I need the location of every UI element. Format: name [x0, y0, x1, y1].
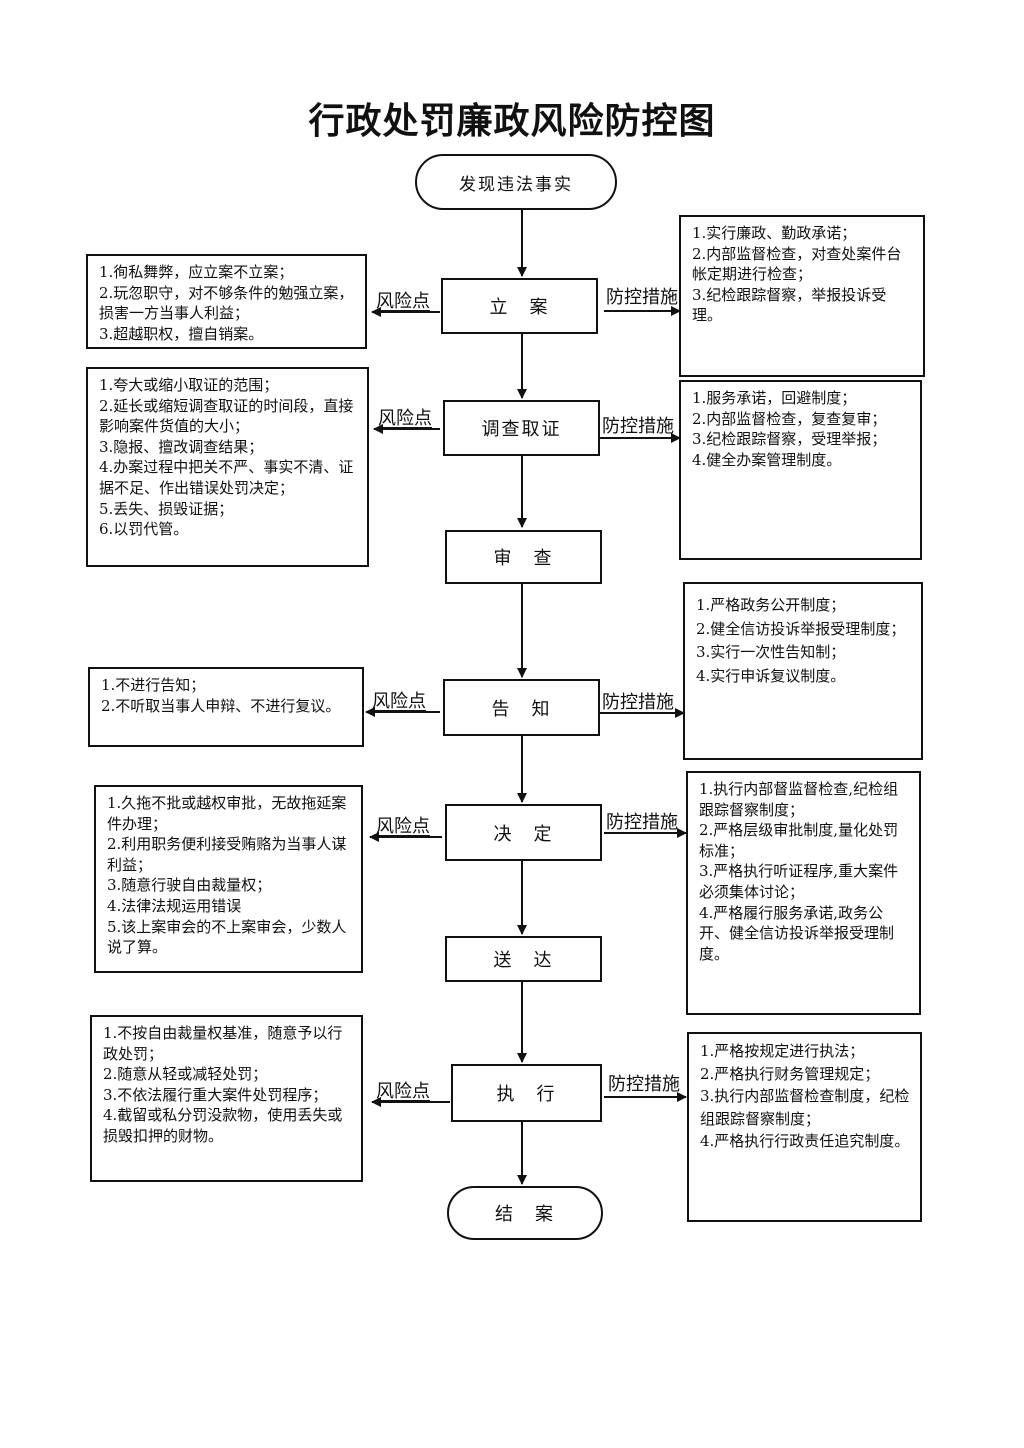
- page-title: 行政处罚廉政风险防控图: [308, 101, 716, 142]
- risk-item: 2.不听取当事人申辩、不进行复议。: [101, 696, 341, 715]
- control-item: 3.纪检跟踪督察，举报投诉受理。: [692, 285, 887, 325]
- risk-item: 1.徇私舞弊，应立案不立案；: [99, 263, 294, 281]
- risk-item: 5.该上案审会的不上案审会，少数人说了算。: [107, 917, 347, 957]
- control-box-decision: 1.执行内部督监督检查,纪检组跟踪督察制度； 2.严格层级审批制度,量化处罚标准…: [686, 771, 921, 1015]
- control-item: 1.严格政务公开制度；: [696, 596, 846, 614]
- risk-box-notice: 1.不进行告知； 2.不听取当事人申辩、不进行复议。: [88, 667, 364, 747]
- control-box-filing: 1.实行廉政、勤政承诺； 2.内部监督检查，对查处案件台帐定期进行检查； 3.纪…: [679, 215, 925, 377]
- step-delivery: 送 达: [445, 936, 602, 982]
- step-closing: 结 案: [447, 1186, 603, 1240]
- step-start: 发现违法事实: [415, 154, 617, 210]
- risk-box-filing: 1.徇私舞弊，应立案不立案； 2.玩忽职守，对不够条件的勉强立案，损害一方当事人…: [86, 254, 367, 349]
- risk-item: 2.利用职务便利接受贿赂为当事人谋利益；: [107, 835, 347, 874]
- control-item: 4.实行申诉复议制度。: [696, 666, 846, 685]
- risk-item: 1.不按自由裁量权基准，随意予以行政处罚；: [103, 1024, 343, 1063]
- control-item: 2.严格层级审批制度,量化处罚标准；: [699, 821, 899, 860]
- risk-label-execution: 风险点: [376, 1081, 430, 1102]
- risk-item: 2.延长或缩短调查取证的时间段，直接影响案件货值的大小；: [99, 396, 354, 436]
- control-item: 4.严格执行行政责任追究制度。: [700, 1132, 910, 1150]
- step-filing: 立 案: [441, 278, 598, 334]
- risk-item: 4.截留或私分罚没款物，使用丢失或损毁扣押的财物。: [103, 1106, 343, 1145]
- risk-item: 2.随意从轻或减轻处罚；: [103, 1065, 268, 1084]
- control-item: 3.严格执行听证程序,重大案件必须集体讨论；: [699, 862, 899, 901]
- step-investigation: 调查取证: [443, 400, 600, 456]
- control-item: 4.健全办案管理制度。: [692, 450, 842, 469]
- control-item: 3.执行内部监督检查制度，纪检组跟踪督察制度；: [700, 1087, 910, 1128]
- step-execution: 执 行: [451, 1064, 602, 1122]
- risk-label-investigation: 风险点: [378, 408, 432, 429]
- step-review: 审 查: [445, 530, 602, 584]
- risk-label-notice: 风险点: [372, 691, 426, 712]
- control-item: 2.内部监督检查，复查复审；: [692, 409, 887, 428]
- control-label-filing: 防控措施: [606, 287, 678, 308]
- risk-box-execution: 1.不按自由裁量权基准，随意予以行政处罚； 2.随意从轻或减轻处罚； 3.不依法…: [90, 1015, 363, 1182]
- risk-item: 4.法律法规运用错误: [107, 896, 242, 915]
- risk-box-decision: 1.久拖不批或越权审批，无故拖延案件办理； 2.利用职务便利接受贿赂为当事人谋利…: [94, 785, 363, 973]
- control-item: 1.执行内部督监督检查,纪检组跟踪督察制度；: [699, 780, 899, 819]
- control-item: 1.服务承诺，回避制度；: [692, 389, 857, 407]
- control-label-investigation: 防控措施: [602, 416, 674, 437]
- control-item: 4.严格履行服务承诺,政务公开、健全信访投诉举报受理制度。: [699, 903, 895, 963]
- step-decision: 决 定: [445, 804, 602, 861]
- control-item: 3.纪检跟踪督察，受理举报；: [692, 430, 887, 449]
- step-notice: 告 知: [443, 679, 600, 736]
- control-label-decision: 防控措施: [606, 812, 678, 833]
- risk-item: 3.随意行驶自由裁量权；: [107, 876, 272, 895]
- control-box-investigation: 1.服务承诺，回避制度； 2.内部监督检查，复查复审； 3.纪检跟踪督察，受理举…: [679, 380, 922, 560]
- risk-item: 1.不进行告知；: [101, 676, 206, 694]
- risk-box-investigation: 1.夸大或缩小取证的范围； 2.延长或缩短调查取证的时间段，直接影响案件货值的大…: [86, 367, 369, 567]
- control-item: 2.严格执行财务管理规定；: [700, 1064, 880, 1083]
- risk-label-decision: 风险点: [376, 816, 430, 837]
- control-item: 3.实行一次性告知制；: [696, 643, 846, 661]
- risk-item: 3.超越职权，擅自销案。: [99, 324, 264, 343]
- control-box-execution: 1.严格按规定进行执法； 2.严格执行财务管理规定； 3.执行内部监督检查制度，…: [687, 1032, 922, 1222]
- control-label-execution: 防控措施: [608, 1074, 680, 1095]
- control-item: 2.内部监督检查，对查处案件台帐定期进行检查；: [692, 244, 902, 284]
- control-item: 1.严格按规定进行执法；: [700, 1042, 865, 1060]
- risk-item: 2.玩忽职守，对不够条件的勉强立案，损害一方当事人利益；: [99, 283, 354, 323]
- control-item: 2.健全信访投诉举报受理制度；: [696, 619, 906, 638]
- risk-item: 4.办案过程中把关不严、事实不清、证据不足、作出错误处罚决定；: [99, 458, 354, 497]
- risk-item: 3.隐报、擅改调查结果；: [99, 437, 264, 456]
- risk-item: 1.久拖不批或越权审批，无故拖延案件办理；: [107, 794, 347, 833]
- risk-item: 1.夸大或缩小取证的范围；: [99, 376, 279, 394]
- control-box-notice: 1.严格政务公开制度； 2.健全信访投诉举报受理制度； 3.实行一次性告知制； …: [683, 582, 923, 760]
- risk-item: 6.以罚代管。: [99, 520, 189, 539]
- risk-label-filing: 风险点: [376, 291, 430, 312]
- risk-item: 3.不依法履行重大案件处罚程序；: [103, 1085, 328, 1104]
- control-label-notice: 防控措施: [602, 692, 674, 713]
- control-item: 1.实行廉政、勤政承诺；: [692, 224, 857, 242]
- risk-item: 5.丢失、损毁证据；: [99, 499, 234, 518]
